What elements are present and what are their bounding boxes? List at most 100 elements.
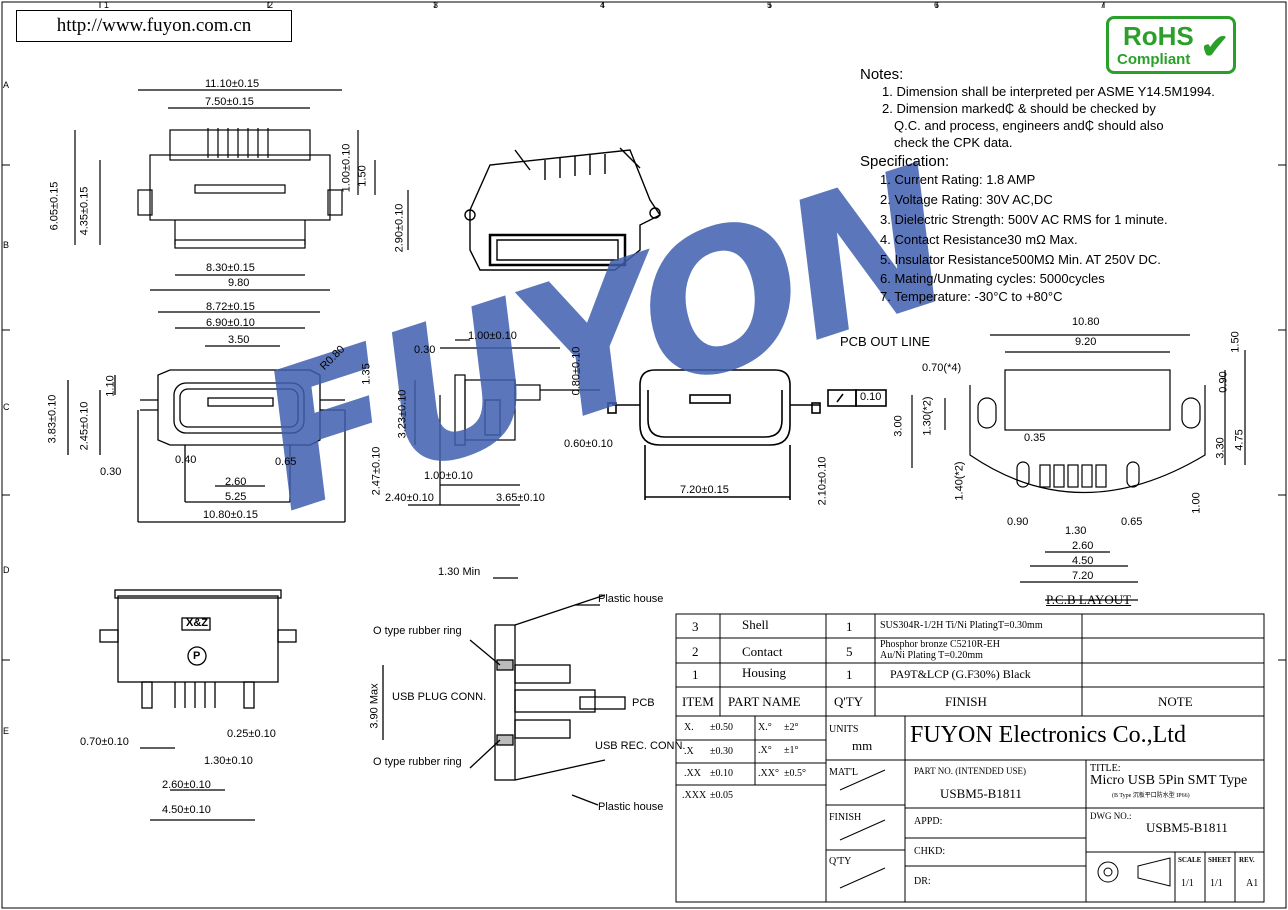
spec-item: 6. Mating/Unmating cycles: 5000cycles <box>880 271 1105 286</box>
tol-label: .XX <box>684 768 701 779</box>
zone-col-7: 7 <box>1100 0 1106 10</box>
dim-label: 3.65±0.10 <box>496 492 545 504</box>
bom-name: Shell <box>742 617 769 632</box>
dim-label: 1.40(*2) <box>953 461 966 501</box>
dim-label: 1.50 <box>356 165 369 187</box>
section-view <box>382 577 626 806</box>
dim-label: 1.10 <box>104 375 117 397</box>
units-value: mm <box>852 738 873 753</box>
bom-finish: Phosphor bronze C5210R-EH <box>880 639 1000 650</box>
bom-finish-2: Au/Ni Plating T=0.20mm <box>880 650 983 661</box>
zone-col-5: 5 <box>767 0 773 10</box>
note-item: Q.C. and process, engineers and₵ should … <box>894 118 1164 133</box>
dim-label: 0.40 <box>175 454 197 466</box>
dim-label: 0.25±0.10 <box>227 728 276 740</box>
pcb-layout <box>911 334 1246 601</box>
dim-label: 3.23±0.10 <box>396 389 409 439</box>
rohs-subtitle: Compliant <box>1117 51 1191 68</box>
zone-col-2: 2 <box>268 0 274 10</box>
zone-col-4: 4 <box>600 0 606 10</box>
bom-header-item: ITEM <box>682 694 714 709</box>
zone-col-3: 3 <box>433 0 439 10</box>
bom-name: Contact <box>742 644 783 659</box>
tol-value: ±0.5° <box>784 768 806 779</box>
dim-label: 0.90 <box>1217 371 1230 393</box>
dim-label: 0.70(*4) <box>922 362 962 374</box>
dim-label: 2.47±0.10 <box>370 446 383 496</box>
note-item: 1. Dimension shall be interpreted per AS… <box>882 84 1215 99</box>
iso-view <box>464 147 662 271</box>
appd-label: APPD: <box>914 816 943 827</box>
part-no-label: PART NO. (INTENDED USE) <box>914 766 1026 776</box>
dim-label: 2.60±0.10 <box>162 779 211 791</box>
dim-label: 9.20 <box>1075 336 1097 348</box>
dim-label: 7.50±0.15 <box>205 96 254 108</box>
dim-label: 1.50 <box>1229 331 1242 353</box>
dim-label: 0.90 <box>1007 516 1029 528</box>
dim-label: 3.50 <box>228 334 250 346</box>
dim-label: 3.30 <box>1214 437 1227 459</box>
dim-label: 1.30 <box>1065 525 1087 537</box>
dim-label: 2.90±0.10 <box>393 203 406 253</box>
finish-label: FINISH <box>829 812 862 823</box>
spec-item: 7. Temperature: -30°C to +80°C <box>880 289 1063 304</box>
zone-col-6: 6 <box>934 0 940 10</box>
tol-value: ±0.05 <box>710 790 733 801</box>
zone-row-d: D <box>3 565 10 575</box>
front-view <box>67 311 346 523</box>
dim-label: 9.80 <box>228 277 250 289</box>
dim-label: 10.80±0.15 <box>203 509 258 521</box>
spec-title: Specification: <box>860 153 950 170</box>
dim-label: 2.10±0.10 <box>816 456 829 506</box>
bottom-view <box>99 589 297 821</box>
dim-label: 1.30(*2) <box>921 396 934 436</box>
rev-label: REV. <box>1239 856 1255 864</box>
notes-block: Notes: 1. Dimension shall be interpreted… <box>860 66 1215 306</box>
zone-row-c: C <box>3 402 10 412</box>
dim-label: 0.35 <box>1024 432 1046 444</box>
dim-label: 1.00±0.10 <box>424 470 473 482</box>
part-subtitle: (B Type 沉板平口防水型 IP66) <box>1112 793 1190 799</box>
dim-label: 6.90±0.10 <box>206 317 255 329</box>
bom-qty: 1 <box>846 619 853 634</box>
spec-item: 3. Dielectric Strength: 500V AC RMS for … <box>880 212 1168 227</box>
dim-label: 0.65 <box>275 456 297 468</box>
zone-ticks <box>2 2 1286 661</box>
tol-label: .X <box>684 746 694 757</box>
shell-view <box>607 369 887 500</box>
bom-name: Housing <box>742 665 787 680</box>
part-no: USBM5-B1811 <box>940 786 1022 801</box>
dim-label: 3.90 Max <box>368 683 381 729</box>
units-label: UNITS <box>829 724 859 735</box>
part-title: Micro USB 5Pin SMT Type <box>1090 773 1248 788</box>
rohs-title: RoHS <box>1123 21 1194 51</box>
bom-qty: 5 <box>846 644 853 659</box>
tol-label: .XXX <box>682 790 707 801</box>
tol-label: .X° <box>758 745 772 756</box>
bom-header-finish: FINISH <box>945 694 987 709</box>
bom-header-qty: Q'TY <box>834 694 864 709</box>
side-view <box>408 339 600 506</box>
dim-label: 1.30±0.10 <box>204 755 253 767</box>
title-label: TITLE: <box>1090 763 1121 774</box>
dim-label: 1.00±0.10 <box>340 143 353 193</box>
dim-label: 0.80±0.10 <box>570 346 583 396</box>
dim-label: 2.40±0.10 <box>385 492 434 504</box>
tol-value: ±1° <box>784 745 799 756</box>
chkd-label: CHKD: <box>914 846 946 857</box>
dim-label: 1.00 <box>1190 492 1203 514</box>
dim-label: 4.50 <box>1072 555 1094 567</box>
dim-label: 8.72±0.15 <box>206 301 255 313</box>
dim-label: 4.35±0.15 <box>78 186 91 236</box>
pcb-outline-label: PCB OUT LINE <box>840 334 931 349</box>
bom-header-note: NOTE <box>1158 694 1193 709</box>
dim-label: 4.75 <box>1233 429 1246 451</box>
dim-label: 0.30 <box>100 466 122 478</box>
bom-table-lines <box>675 613 1265 717</box>
rohs-badge: RoHS Compliant ✔ <box>1106 16 1236 74</box>
section-label: USB PLUG CONN. <box>392 691 487 703</box>
section-label: PCB <box>632 697 655 709</box>
dim-label: 7.20 <box>1072 570 1094 582</box>
dim-label: 2.45±0.10 <box>78 401 91 451</box>
